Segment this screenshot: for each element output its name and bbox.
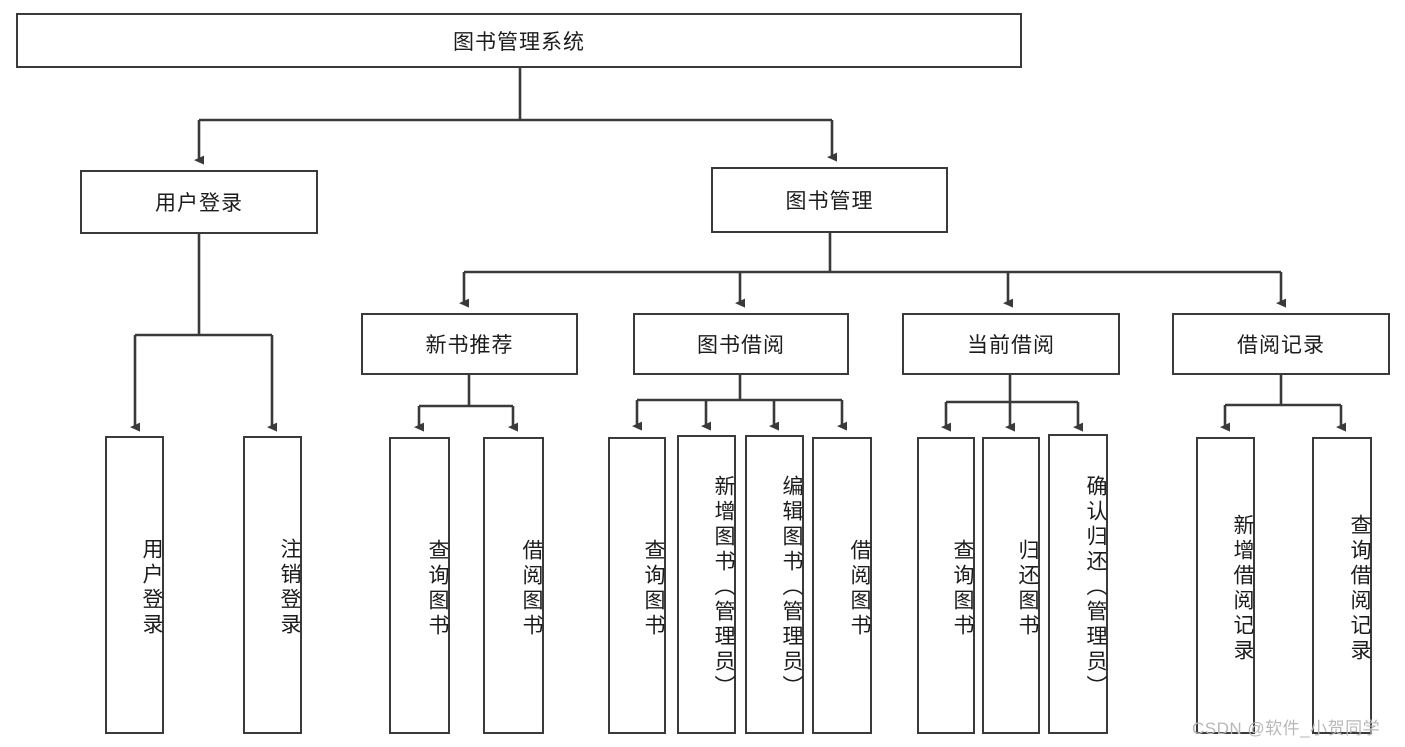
node-leaf-edit-book-label: 编辑图书（管理员） bbox=[780, 475, 803, 700]
node-leaf-confirm-return[interactable]: 确认归还（管理员） bbox=[1048, 434, 1108, 734]
node-root[interactable]: 图书管理系统 bbox=[16, 13, 1022, 68]
node-leaf-logout-label: 注销登录 bbox=[278, 538, 301, 638]
node-leaf-query-book-3[interactable]: 查询图书 bbox=[917, 437, 975, 734]
node-leaf-query-book-1-label: 查询图书 bbox=[426, 538, 449, 639]
node-leaf-borrow-book-2-label: 借阅图书 bbox=[848, 538, 871, 639]
node-book-manage[interactable]: 图书管理 bbox=[711, 167, 948, 233]
node-book-manage-label: 图书管理 bbox=[785, 190, 874, 213]
node-new-book-recommend[interactable]: 新书推荐 bbox=[361, 313, 578, 375]
node-leaf-edit-book[interactable]: 编辑图书（管理员） bbox=[745, 435, 804, 734]
node-borrow-record-label: 借阅记录 bbox=[1237, 334, 1325, 357]
node-leaf-query-book-3-label: 查询图书 bbox=[951, 538, 974, 639]
node-leaf-confirm-return-label: 确认归还（管理员） bbox=[1084, 474, 1107, 700]
node-leaf-logout[interactable]: 注销登录 bbox=[243, 436, 302, 734]
node-new-book-recommend-label: 新书推荐 bbox=[425, 334, 514, 357]
node-book-borrow-label: 图书借阅 bbox=[697, 334, 785, 357]
node-leaf-add-record-label: 新增借阅记录 bbox=[1231, 513, 1254, 664]
node-current-borrow-label: 当前借阅 bbox=[967, 334, 1055, 357]
node-leaf-borrow-book-1[interactable]: 借阅图书 bbox=[483, 437, 544, 734]
node-leaf-query-book-2[interactable]: 查询图书 bbox=[608, 437, 666, 734]
node-borrow-record[interactable]: 借阅记录 bbox=[1172, 313, 1390, 375]
csdn-watermark: CSDN @软件_小贺同学 bbox=[1192, 719, 1381, 738]
node-leaf-add-book[interactable]: 新增图书（管理员） bbox=[677, 435, 736, 734]
node-leaf-add-record[interactable]: 新增借阅记录 bbox=[1196, 437, 1255, 734]
node-leaf-user-login[interactable]: 用户登录 bbox=[105, 436, 164, 734]
node-root-label: 图书管理系统 bbox=[453, 30, 585, 54]
node-user-login-label: 用户登录 bbox=[155, 192, 243, 215]
node-leaf-query-book-1[interactable]: 查询图书 bbox=[389, 437, 450, 734]
node-leaf-add-book-label: 新增图书（管理员） bbox=[712, 475, 735, 700]
node-current-borrow[interactable]: 当前借阅 bbox=[902, 313, 1120, 375]
node-book-borrow[interactable]: 图书借阅 bbox=[633, 313, 849, 375]
node-leaf-borrow-book-2[interactable]: 借阅图书 bbox=[812, 437, 872, 734]
node-leaf-query-record-label: 查询借阅记录 bbox=[1348, 513, 1371, 664]
node-leaf-borrow-book-1-label: 借阅图书 bbox=[520, 538, 543, 639]
node-leaf-return-book-label: 归还图书 bbox=[1016, 538, 1039, 639]
node-leaf-return-book[interactable]: 归还图书 bbox=[982, 437, 1040, 734]
node-leaf-query-book-2-label: 查询图书 bbox=[642, 538, 665, 639]
node-leaf-user-login-label: 用户登录 bbox=[140, 538, 163, 638]
node-leaf-query-record[interactable]: 查询借阅记录 bbox=[1312, 437, 1372, 734]
node-user-login[interactable]: 用户登录 bbox=[80, 170, 318, 234]
